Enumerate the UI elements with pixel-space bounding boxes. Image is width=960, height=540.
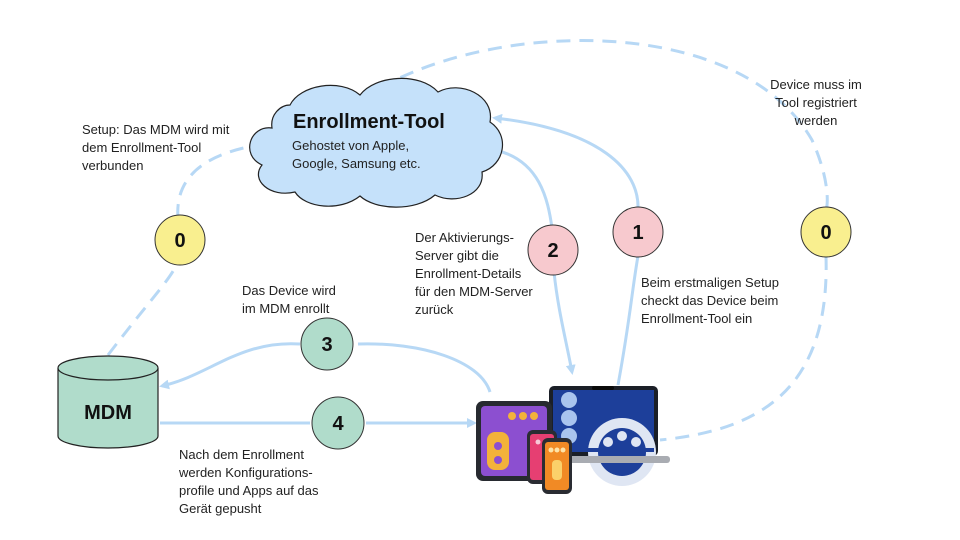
mdm-database-cylinder: MDM: [57, 355, 159, 449]
cloud-shape: [249, 77, 504, 208]
cylinder-body: [57, 368, 159, 449]
annotation-first-setup: Beim erstmaligen Setup checkt das Device…: [641, 275, 780, 326]
annotation-setup: Setup: Das MDM wird mit dem Enrollment-T…: [82, 122, 230, 173]
step-circle-0-left: 0: [154, 214, 206, 266]
step-circle-4: 4: [311, 396, 365, 450]
laptop-icon: [536, 386, 670, 486]
annotation-device-enrolled: Das Device wird im MDM enrollt: [242, 283, 336, 316]
enrollment-tool-subtitle: Gehostet von Apple, Google, Samsung etc.: [292, 138, 421, 171]
enrollment-tool-cloud: Enrollment-Tool: [249, 77, 504, 208]
step-circle-2: 2: [527, 224, 579, 276]
annotation-device-registered: Device muss im Tool registriert werden: [770, 77, 862, 128]
step-number: 0: [174, 230, 185, 252]
step-number: 4: [332, 413, 344, 435]
phone-orange-icon: [542, 438, 572, 494]
annotation-after-enrollment: Nach dem Enrollment werden Konfiguration…: [179, 447, 319, 516]
step-number: 2: [547, 240, 558, 262]
arrow-step-3: [162, 342, 492, 392]
arrow-step-1: [495, 118, 640, 386]
dashed-connector-device-to-tool: [379, 39, 829, 442]
devices-illustration: [476, 386, 670, 494]
step-number: 3: [321, 334, 332, 356]
step-circle-3: 3: [300, 317, 354, 371]
step-circle-1: 1: [612, 206, 664, 258]
step-circle-0-right: 0: [800, 206, 852, 258]
arrow-step-2: [494, 148, 572, 372]
enrollment-tool-title: Enrollment-Tool: [293, 111, 445, 133]
annotation-activation-server: Der Aktivierungs- Server gibt die Enroll…: [415, 230, 533, 317]
mdm-label: MDM: [84, 402, 132, 424]
step-number: 1: [632, 222, 643, 244]
cylinder-top: [57, 355, 159, 381]
dashed-connector-mdm-to-tool: [106, 143, 259, 356]
enrollment-tool-subtitle-wrapper: Gehostet von Apple, Google, Samsung etc.: [292, 138, 421, 171]
step-number: 0: [820, 222, 831, 244]
